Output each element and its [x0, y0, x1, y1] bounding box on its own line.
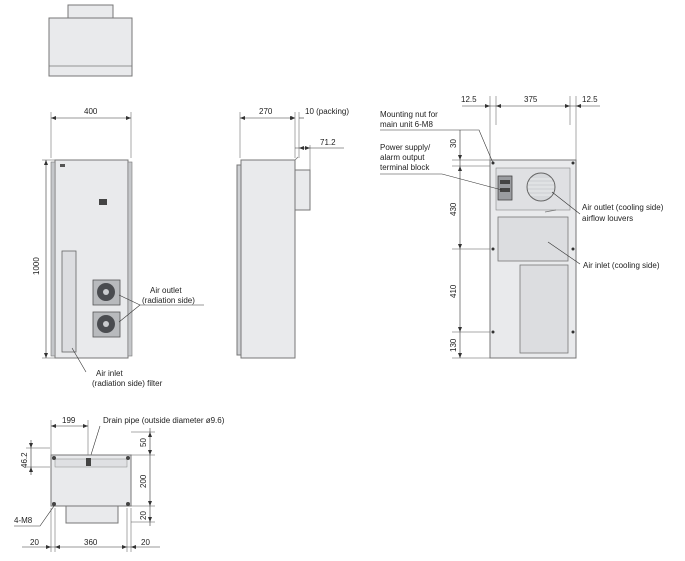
front-view: 400 1000 Air outlet (radiation side) Air…: [32, 107, 204, 388]
side-depth-dim: 270: [259, 107, 273, 116]
rear-v3-dim: 410: [449, 284, 458, 298]
air-outlet-cooling-label-1: Air outlet (cooling side): [582, 203, 664, 212]
side-protrusion-dim: 71.2: [320, 138, 336, 147]
rear-v4-dim: 130: [449, 338, 458, 352]
bottom-h2-dim: 360: [84, 538, 98, 547]
rear-v2-dim: 430: [449, 202, 458, 216]
rear-view: 12.5 375 12.5 30 430 410 130: [380, 95, 664, 359]
rear-margin-left-dim: 12.5: [461, 95, 477, 104]
bottom-v2-dim: 200: [139, 474, 148, 488]
air-outlet-radiation-label-2: (radiation side): [142, 296, 195, 305]
air-inlet-cooling-label: Air inlet (cooling side): [583, 261, 660, 270]
power-supply-label-2: alarm output: [380, 153, 425, 162]
bottom-h3-dim: 20: [141, 538, 150, 547]
bottom-v1-dim: 50: [139, 438, 148, 447]
rear-margin-right-dim: 12.5: [582, 95, 598, 104]
air-inlet-filter-label-1: Air inlet: [96, 369, 123, 378]
air-inlet-filter-label-2: (radiation side) filter: [92, 379, 163, 388]
front-height-dim: 1000: [32, 257, 41, 275]
air-outlet-radiation-label-1: Air outlet: [150, 286, 182, 295]
rear-inner-width-dim: 375: [524, 95, 538, 104]
mounting-nut-label-1: Mounting nut for: [380, 110, 438, 119]
drain-pipe-label: Drain pipe (outside diameter ø9.6): [103, 416, 225, 425]
power-supply-label-1: Power supply/: [380, 143, 431, 152]
drain-offset-dim: 199: [62, 416, 76, 425]
rear-v1-dim: 30: [449, 139, 458, 148]
mounting-nut-label-2: main unit 6-M8: [380, 120, 433, 129]
holes-label: 4-M8: [14, 516, 33, 525]
bottom-v3-dim: 20: [139, 511, 148, 520]
packing-dim: 10 (packing): [305, 107, 349, 116]
front-width-dim: 400: [84, 107, 98, 116]
bottom-h1-dim: 20: [30, 538, 39, 547]
side-view: 270 10 (packing) 71.2: [236, 107, 349, 359]
air-outlet-cooling-label-2: airflow louvers: [582, 214, 633, 223]
power-supply-label-3: terminal block: [380, 163, 430, 172]
bottom-left-v-dim: 46.2: [20, 452, 29, 468]
top-view: [48, 4, 133, 77]
bottom-view: 199 Drain pipe (outside diameter ø9.6) 4…: [14, 416, 225, 552]
